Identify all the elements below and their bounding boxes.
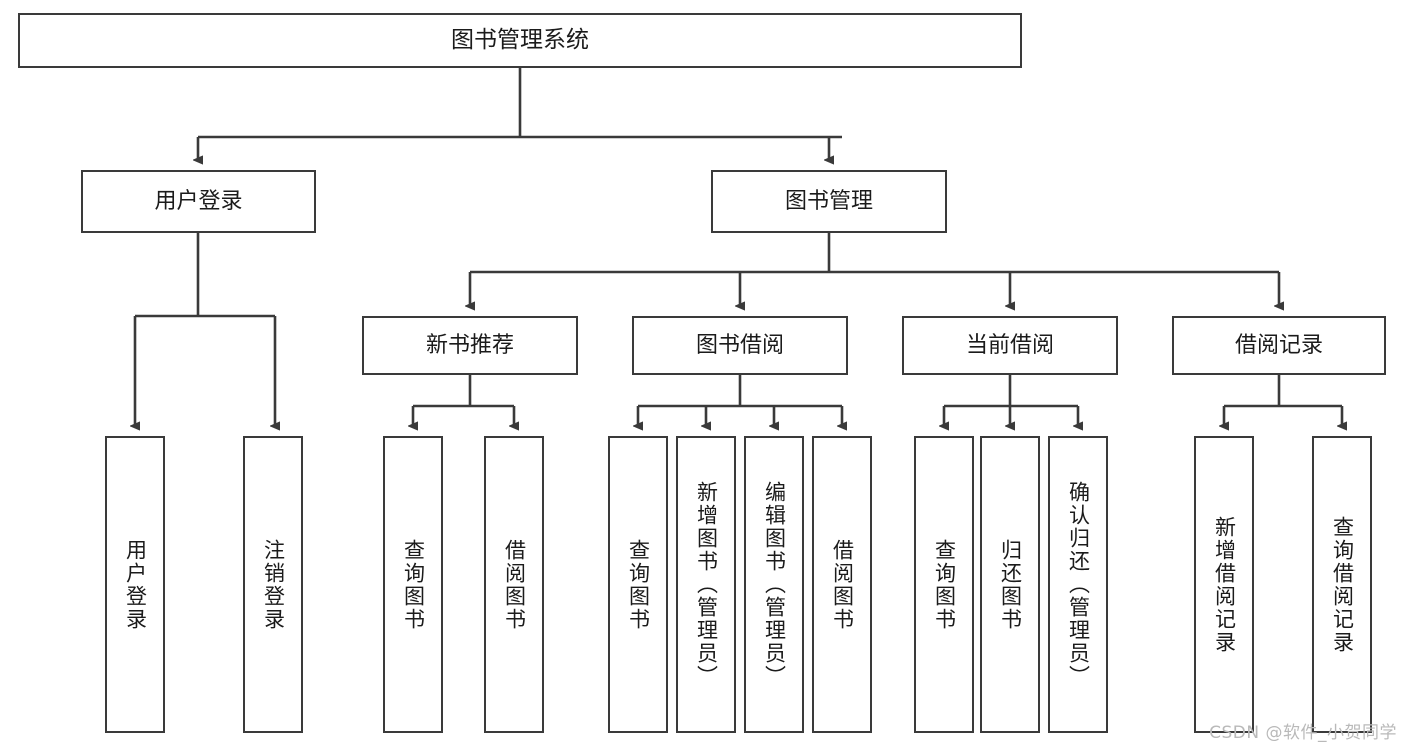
node-leaf-add-book-admin[interactable]: 新增图书（管理员） [676,436,736,733]
node-leaf-confirm-return-admin[interactable]: 确认归还（管理员） [1048,436,1108,733]
node-label: 确认归还（管理员） [1066,481,1091,688]
node-label: 注销登录 [261,538,286,631]
node-leaf-return-book[interactable]: 归还图书 [980,436,1040,733]
node-leaf-query-book-current[interactable]: 查询图书 [914,436,974,733]
node-root-system[interactable]: 图书管理系统 [18,13,1022,68]
node-leaf-query-book-borrow[interactable]: 查询图书 [608,436,668,733]
node-label: 图书管理系统 [451,26,589,53]
node-label: 借阅图书 [830,538,855,631]
node-leaf-add-borrow-record[interactable]: 新增借阅记录 [1194,436,1254,733]
node-label: 归还图书 [998,538,1023,631]
node-label: 用户登录 [123,538,148,631]
node-label: 新增图书（管理员） [694,481,719,688]
node-new-book-recommend[interactable]: 新书推荐 [362,316,578,375]
node-user-login[interactable]: 用户登录 [81,170,316,233]
node-label: 查询图书 [401,538,426,631]
node-label: 查询图书 [932,538,957,631]
node-leaf-edit-book-admin[interactable]: 编辑图书（管理员） [744,436,804,733]
node-leaf-borrow-book[interactable]: 借阅图书 [812,436,872,733]
node-leaf-query-book-recommend[interactable]: 查询图书 [383,436,443,733]
node-leaf-logout[interactable]: 注销登录 [243,436,303,733]
node-label: 查询借阅记录 [1330,515,1355,654]
node-leaf-user-login[interactable]: 用户登录 [105,436,165,733]
node-label: 用户登录 [154,188,243,214]
node-label: 图书借阅 [695,332,784,358]
node-current-borrow[interactable]: 当前借阅 [902,316,1118,375]
node-leaf-query-borrow-record[interactable]: 查询借阅记录 [1312,436,1372,733]
node-book-borrow[interactable]: 图书借阅 [632,316,848,375]
node-label: 图书管理 [784,188,873,214]
node-label: 借阅图书 [502,538,527,631]
node-book-management[interactable]: 图书管理 [711,170,947,233]
node-label: 编辑图书（管理员） [762,481,787,688]
node-label: 当前借阅 [965,332,1054,358]
node-borrow-record[interactable]: 借阅记录 [1172,316,1386,375]
node-label: 新书推荐 [425,332,514,358]
node-label: 借阅记录 [1234,332,1323,358]
node-leaf-borrow-book-recommend[interactable]: 借阅图书 [484,436,544,733]
node-label: 查询图书 [626,538,651,631]
node-label: 新增借阅记录 [1212,515,1237,654]
